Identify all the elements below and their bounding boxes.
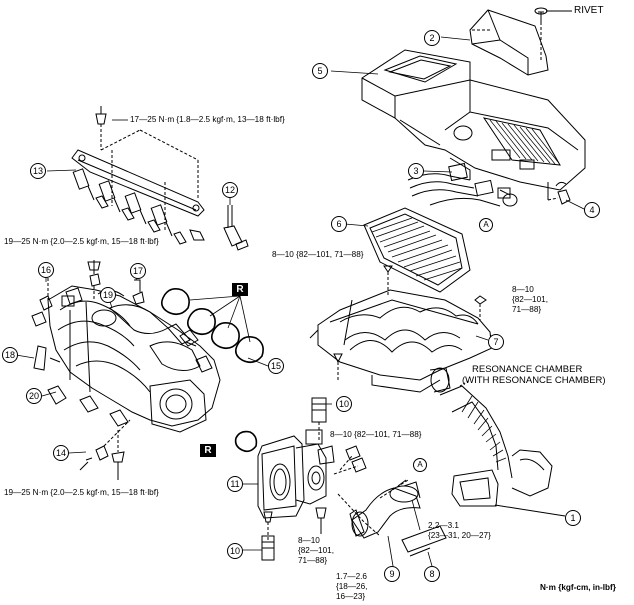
callout-5: 5	[312, 63, 328, 79]
callout-3: 3	[408, 163, 424, 179]
callout-13: 13	[30, 163, 46, 179]
torque-label-clamp-bottom-2: {18—26,	[336, 582, 368, 591]
air-hoses	[261, 397, 447, 561]
pcv-valve	[167, 323, 197, 347]
sensor-part	[223, 205, 249, 251]
torque-label-manifold-upper: 19—25 N·m {2.0—2.5 kgf·m, 15—18 ft·lbf}	[4, 237, 159, 246]
callout-8: 8	[424, 566, 440, 582]
torque-label-throttle-top: 8—10 {82—101, 71—88}	[330, 430, 422, 439]
callout-11: 11	[227, 476, 243, 492]
rivet-label: RIVET	[574, 5, 604, 16]
fastener-bolts	[315, 445, 367, 534]
torque-label-cleaner-right-3: 71—88}	[512, 305, 542, 314]
torque-label-cleaner-right-2: {82—101,	[512, 295, 548, 304]
reference-a-top: A	[479, 218, 493, 232]
air-intake-hose	[439, 379, 566, 517]
torque-label-clamp-right-2: {23—31, 20—27}	[428, 531, 491, 540]
torque-label-throttle-bottom-1: 8—10	[298, 536, 320, 545]
throttle-body	[234, 429, 335, 540]
torque-label-clamp-right-1: 2.2—3.1	[428, 521, 459, 530]
intake-gaskets	[160, 288, 264, 364]
fuel-rail-injectors	[71, 106, 205, 245]
air-filter-element	[363, 207, 471, 293]
reference-a-bottom: A	[413, 458, 427, 472]
torque-label-clamp-bottom-1: 1.7—2.6	[336, 572, 367, 581]
callout-19: 19	[100, 287, 116, 303]
torque-label-throttle-bottom-3: 71—88}	[298, 556, 328, 565]
callout-14: 14	[53, 445, 69, 461]
callout-4: 4	[584, 202, 600, 218]
callout-9: 9	[384, 566, 400, 582]
resonance-chamber-sublabel: (WITH RESONANCE CHAMBER)	[462, 375, 606, 386]
torque-label-cleaner-left: 8—10 {82—101, 71—88}	[272, 250, 364, 259]
air-cleaner-cover	[361, 49, 586, 207]
callout-10a: 10	[336, 396, 352, 412]
replace-mark-gaskets: R	[232, 283, 248, 296]
replace-mark-throttle-gasket: R	[200, 444, 216, 457]
callout-10b: 10	[227, 543, 243, 559]
torque-label-throttle-bottom-2: {82—101,	[298, 546, 334, 555]
callout-6: 6	[331, 216, 347, 232]
units-label: N·m {kgf-cm, in-lbf}	[540, 583, 616, 592]
callout-15: 15	[268, 358, 284, 374]
torque-label-manifold-lower: 19—25 N·m {2.0—2.5 kgf·m, 15—18 ft·lbf}	[4, 488, 159, 497]
callout-7: 7	[488, 334, 504, 350]
torque-label-clamp-bottom-3: 16—23}	[336, 592, 366, 601]
callout-17: 17	[130, 263, 146, 279]
callout-leaders	[15, 36, 587, 567]
callout-18: 18	[2, 347, 18, 363]
callout-2: 2	[424, 30, 440, 46]
torque-label-injector-rail: 17—25 N·m {1.8—2.5 kgf·m, 13—18 ft·lbf}	[130, 115, 285, 124]
gasket-leader-lines	[189, 295, 269, 367]
callout-20: 20	[26, 388, 42, 404]
callout-16: 16	[38, 262, 54, 278]
intake-manifold	[31, 260, 221, 480]
resonance-chamber-label: RESONANCE CHAMBER	[472, 364, 583, 375]
callout-12: 12	[222, 182, 238, 198]
bracket-part	[469, 7, 572, 76]
wiring-harness	[407, 162, 571, 207]
torque-label-cleaner-right-1: 8—10	[512, 285, 534, 294]
callout-1: 1	[565, 510, 581, 526]
air-cleaner-case	[309, 265, 499, 393]
